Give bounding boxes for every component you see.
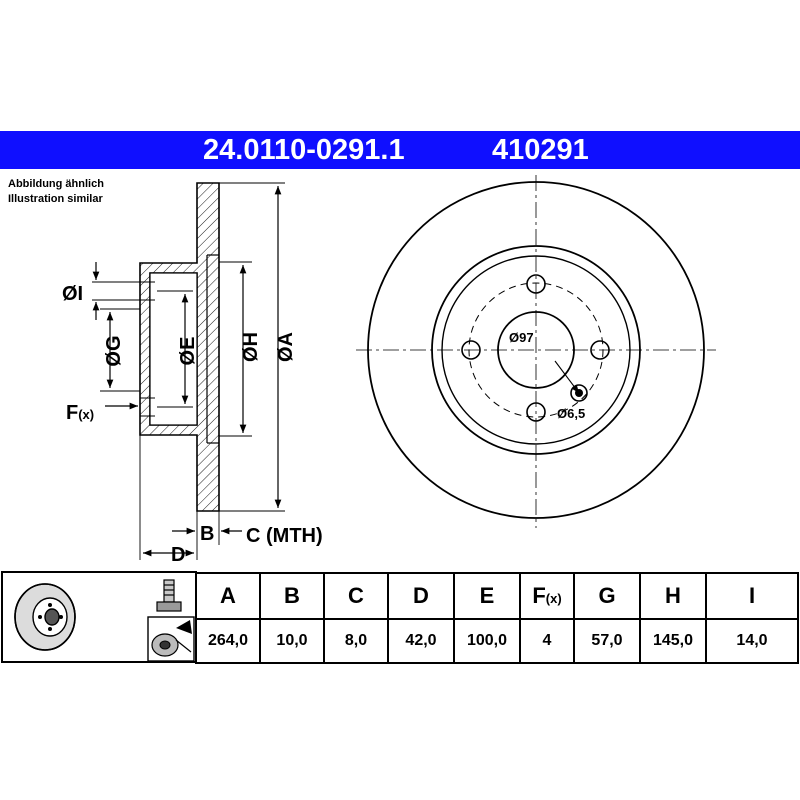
col-header-i: I	[705, 572, 799, 620]
dim-label-g: ØG	[103, 335, 125, 366]
col-header-c: C	[323, 572, 389, 620]
dim-label-e: ØE	[177, 337, 199, 366]
col-header-a: A	[195, 572, 261, 620]
header-bar: 24.0110-0291.1 410291	[0, 131, 800, 169]
brake-disc-icon	[14, 583, 76, 651]
dim-label-c: C (MTH)	[246, 525, 323, 547]
dim-label-f-sub: (x)	[78, 407, 94, 422]
col-header-d: D	[387, 572, 455, 620]
col-header-f-sub: (x)	[545, 591, 562, 606]
value-c: 8,0	[323, 618, 389, 664]
note-german: Abbildung ähnlich	[8, 178, 104, 190]
value-h: 145,0	[639, 618, 707, 664]
center-bore-label: Ø97	[509, 330, 534, 345]
dim-label-b: B	[200, 523, 214, 545]
value-i: 14,0	[705, 618, 799, 664]
side-section-view: ØA ØH ØE ØG ØI F(x) B C (MTH) D	[62, 182, 323, 566]
part-number: 24.0110-0291.1	[203, 134, 405, 166]
front-view	[356, 175, 716, 528]
col-header-e: E	[453, 572, 521, 620]
bolt-icon	[156, 579, 182, 612]
value-d: 42,0	[387, 618, 455, 664]
value-g: 57,0	[573, 618, 641, 664]
bolt-hole-label: Ø6,5	[557, 406, 585, 421]
disc-cross-section-icon	[147, 616, 195, 662]
dim-label-a: ØA	[275, 332, 297, 362]
table-icon-cell	[2, 573, 196, 663]
reference-number: 410291	[492, 134, 589, 166]
dim-label-f: F(x)	[66, 402, 94, 424]
note-english: Illustration similar	[8, 193, 103, 205]
value-b: 10,0	[259, 618, 325, 664]
value-a: 264,0	[195, 618, 261, 664]
col-header-f: F(x)	[519, 572, 575, 620]
spec-table: A B C D E F(x) G H I 264,0 10,0 8,0 42,0…	[2, 572, 799, 664]
value-e: 100,0	[453, 618, 521, 664]
dim-label-d: D	[171, 544, 185, 566]
dim-label-h: ØH	[240, 332, 262, 362]
dim-label-i: ØI	[62, 283, 83, 305]
col-header-b: B	[259, 572, 325, 620]
col-header-g: G	[573, 572, 641, 620]
col-header-h: H	[639, 572, 707, 620]
value-f: 4	[519, 618, 575, 664]
